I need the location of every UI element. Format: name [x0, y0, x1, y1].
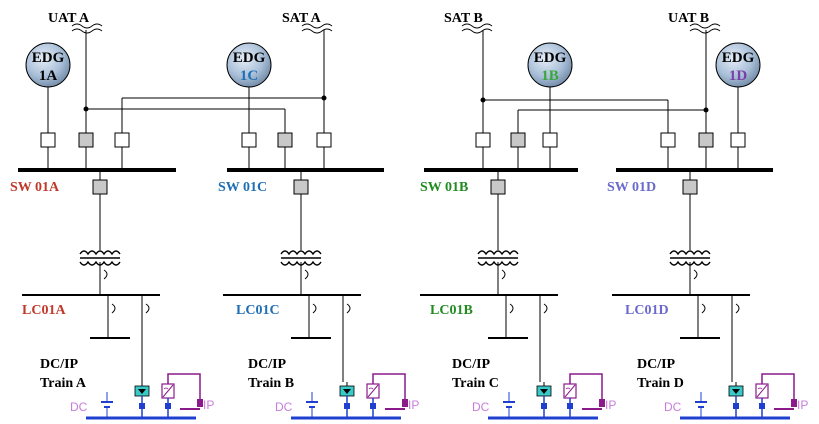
dc-label: DC	[664, 400, 682, 414]
dc-breaker[interactable]	[370, 403, 376, 409]
generator-top-label: EDG	[534, 50, 567, 66]
lc-feeder-breaker-icon[interactable]	[735, 303, 740, 314]
generator-bottom-label: 1A	[39, 68, 58, 84]
train-c-line1: DC/IP	[452, 357, 491, 372]
breaker-closed[interactable]	[277, 132, 293, 148]
ip-label: IP	[797, 398, 808, 412]
ip-breaker[interactable]	[599, 399, 605, 407]
source-label-sat-b: SAT B	[444, 11, 483, 26]
lc-incomer-breaker-icon[interactable]	[501, 269, 506, 280]
ip-label: IP	[605, 398, 616, 412]
train-b-line1: DC/IP	[248, 357, 287, 372]
top-section	[47, 23, 739, 170]
lc-feeder-breaker[interactable]	[490, 179, 506, 195]
dc-label: DC	[275, 400, 293, 414]
ip-breaker[interactable]	[402, 399, 408, 407]
train-b-block	[420, 170, 558, 382]
train-d-block	[612, 170, 750, 382]
dc-label: DC	[70, 400, 88, 414]
breaker-open[interactable]	[660, 132, 676, 148]
generator-edg-1a[interactable]: EDG 1A	[25, 42, 71, 88]
generator-bottom-label: 1C	[240, 68, 258, 84]
train-d-line2: Train D	[637, 376, 684, 391]
lc-feeder-breaker-icon[interactable]	[543, 303, 548, 314]
dc-ip-train-1: DC IP	[275, 373, 419, 420]
train-a-line2: Train A	[40, 376, 87, 391]
incomer-breakers	[40, 132, 746, 148]
breaker-open[interactable]	[241, 132, 257, 148]
dc-breaker[interactable]	[567, 403, 573, 409]
lc-label-lc01a: LC01A	[22, 303, 66, 318]
train-c-block	[223, 170, 361, 382]
dc-breaker[interactable]	[733, 403, 739, 409]
lc-feeder-breaker-icon[interactable]	[346, 303, 351, 314]
lc-label-lc01d: LC01D	[625, 303, 669, 318]
generator-top-label: EDG	[32, 50, 65, 66]
lc-feeder-breaker[interactable]	[293, 179, 309, 195]
ip-breaker[interactable]	[791, 399, 797, 407]
source-label-uat-b: UAT B	[668, 11, 709, 26]
dc-ip-section: DC IP DC IP DC IP DC IP	[70, 373, 808, 420]
lc-feeder-breaker-icon[interactable]	[312, 303, 317, 314]
breaker-open[interactable]	[316, 132, 332, 148]
sat-b-wave	[461, 23, 493, 34]
lc-incomer-breaker-icon[interactable]	[103, 269, 108, 280]
dc-ip-train-3: DC IP	[664, 373, 808, 420]
train-c-line2: Train C	[452, 376, 499, 391]
generator-edg-1b[interactable]: EDG 1B	[527, 42, 573, 88]
breaker-open[interactable]	[40, 132, 56, 148]
generator-top-label: EDG	[233, 50, 266, 66]
switchgear-label-sw01b: SW 01B	[420, 180, 468, 195]
generator-edg-1d[interactable]: EDG 1D	[715, 42, 761, 88]
generator-top-label: EDG	[722, 50, 755, 66]
source-label-sat-a: SAT A	[282, 11, 322, 26]
train-a-block	[22, 170, 160, 382]
lc-feeder-breaker-icon[interactable]	[509, 303, 514, 314]
lc-incomer-breaker-icon[interactable]	[304, 269, 309, 280]
breaker-open[interactable]	[730, 132, 746, 148]
switchgear-label-sw01c: SW 01C	[218, 180, 267, 195]
dc-breaker[interactable]	[139, 403, 145, 409]
generator-bottom-label: 1D	[729, 68, 748, 84]
lc-feeder-breaker[interactable]	[92, 179, 108, 195]
dc-breaker[interactable]	[541, 403, 547, 409]
dc-ip-train-2: DC IP	[472, 373, 616, 420]
switchgear-label-sw01a: SW 01A	[10, 180, 60, 195]
lc-label-lc01b: LC01B	[430, 303, 473, 318]
dc-breaker[interactable]	[759, 403, 765, 409]
lc-feeder-breaker-icon[interactable]	[145, 303, 150, 314]
breaker-closed[interactable]	[698, 132, 714, 148]
lc-incomer-breaker-icon[interactable]	[693, 269, 698, 280]
lc-label-lc01c: LC01C	[236, 303, 280, 318]
train-b-line2: Train B	[248, 376, 294, 391]
dc-label: DC	[472, 400, 490, 414]
ip-label: IP	[408, 398, 419, 412]
train-d-line1: DC/IP	[637, 357, 676, 372]
lc-feeder-breaker[interactable]	[682, 179, 698, 195]
uat-a-wave	[71, 23, 103, 34]
lc-feeder-breaker-icon[interactable]	[701, 303, 706, 314]
ip-breaker[interactable]	[197, 399, 203, 407]
ip-label: IP	[203, 398, 214, 412]
breaker-open[interactable]	[542, 132, 558, 148]
breaker-closed[interactable]	[510, 132, 526, 148]
train-a-line1: DC/IP	[40, 357, 79, 372]
breaker-closed[interactable]	[78, 132, 94, 148]
lc-feeder-breaker-icon[interactable]	[111, 303, 116, 314]
source-label-uat-a: UAT A	[48, 11, 90, 26]
generator-bottom-label: 1B	[541, 68, 559, 84]
uat-b-wave	[689, 23, 721, 34]
dc-ip-train-0: DC IP	[70, 373, 214, 420]
breaker-open[interactable]	[114, 132, 130, 148]
dc-breaker[interactable]	[165, 403, 171, 409]
breaker-open[interactable]	[475, 132, 491, 148]
generator-edg-1c[interactable]: EDG 1C	[226, 42, 272, 88]
sat-a-wave	[301, 23, 333, 34]
dc-breaker[interactable]	[344, 403, 350, 409]
switchgear-label-sw01d: SW 01D	[607, 180, 656, 195]
